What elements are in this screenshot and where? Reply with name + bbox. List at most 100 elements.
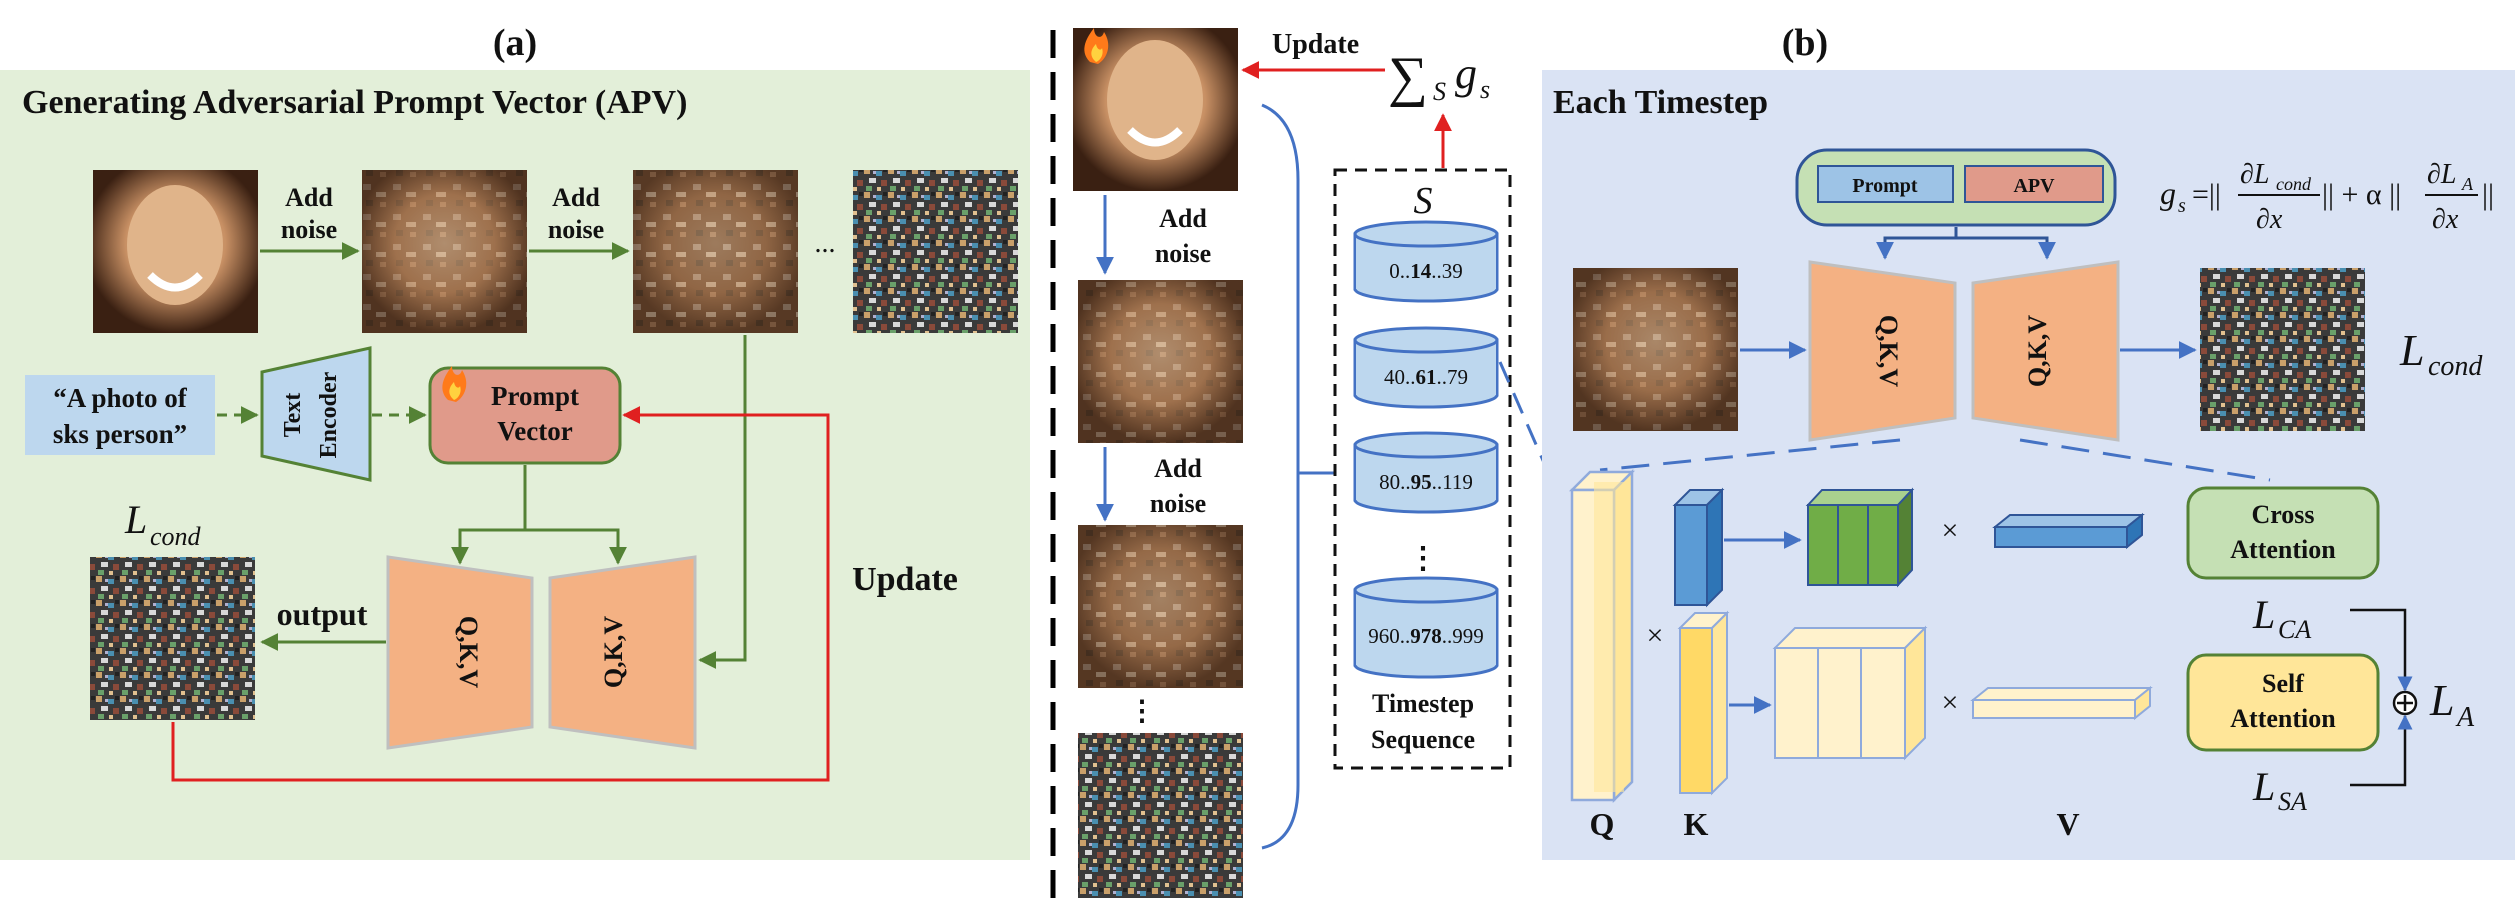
q-matrix [1568, 468, 1636, 804]
cylinder-3: 960..978..999 [1353, 576, 1499, 679]
cylinder-to-panel-b-connector [1498, 361, 1547, 466]
qkv-right-label-b: Q,K,V [2023, 315, 2052, 387]
middle-flame-icon [1084, 28, 1109, 64]
self-attention-label-2: Attention [2230, 704, 2336, 733]
qkv-left-label: Q,K,V [454, 616, 483, 688]
v-vector-cross [1992, 512, 2145, 550]
text-input-line-2: sks person” [53, 419, 187, 449]
l-sa-sub: SA [2278, 787, 2307, 816]
image-bracket [1261, 103, 1300, 850]
apv-label: APV [2013, 175, 2055, 197]
prompt-vector-box [428, 366, 622, 465]
times-sign-2: × [1942, 686, 1959, 719]
prompt-to-qkv-right-b [1956, 236, 2056, 260]
qkv-left-label-b: Q,K,V [1874, 315, 1903, 387]
k-label: K [1684, 806, 1709, 842]
qkv-block-left-b [1808, 260, 1957, 442]
cross-attention-map [1805, 487, 1915, 588]
panel-b-noisy-face-image [1573, 268, 1738, 431]
cylinder-0: 0..14..39 [1353, 220, 1499, 303]
noisy-face-image-1 [362, 170, 527, 333]
svg-text:g: g [2160, 175, 2176, 211]
noisy-to-qkv-arrow [698, 335, 747, 669]
cylinder-2: 80..95..119 [1353, 431, 1499, 514]
cross-attention-label-1: Cross [2251, 500, 2314, 529]
prompt-to-qkv-left-b [1876, 227, 1958, 260]
noise-ellipsis: ... [815, 228, 836, 259]
times-sign-q: × [1647, 619, 1664, 652]
prompt-vector-label-2: Vector [497, 416, 572, 446]
svg-text:40..61..79: 40..61..79 [1384, 365, 1468, 389]
add-noise-label-1b: noise [281, 215, 337, 244]
q-label: Q [1590, 806, 1615, 842]
svg-text:80..95..119: 80..95..119 [1379, 470, 1473, 494]
l-sa-to-sum-line [2350, 714, 2413, 787]
v-label: V [2056, 806, 2079, 842]
s-label: S [1414, 180, 1433, 222]
panel-a-label: (a) [493, 22, 537, 64]
timestep-label-2: Sequence [1371, 725, 1475, 754]
qkv-block-right-b [1971, 260, 2120, 442]
output-label: output [277, 596, 368, 632]
timestep-label-1: Timestep [1372, 689, 1474, 718]
prompt-to-qkv-right-arrow [525, 528, 627, 565]
l-ca-to-sum-line [2350, 608, 2413, 692]
panel-b-title: Each Timestep [1553, 84, 1768, 121]
middle-add-noise-2b: noise [1150, 489, 1206, 518]
qkv-right-label: Q,K,V [599, 616, 628, 688]
sum-g: g [1455, 49, 1477, 98]
prompt-label: Prompt [1852, 175, 1918, 197]
v-vector-self [1970, 685, 2153, 721]
add-noise-label-1a: Add [285, 183, 333, 212]
output-noise-image [90, 557, 255, 720]
self-attention-map [1772, 625, 1928, 761]
sum-symbol: ∑ [1388, 46, 1428, 108]
svg-text:∂x: ∂x [2432, 204, 2459, 235]
panel-a-title: Generating Adversarial Prompt Vector (AP… [22, 84, 687, 121]
update-label-middle: Update [1272, 29, 1359, 60]
add-noise-label-2a: Add [552, 183, 600, 212]
text-encoder-block [260, 346, 372, 482]
prompt-box [1817, 165, 1954, 203]
svg-text:∂L: ∂L [2427, 159, 2456, 190]
zoom-line-left [1599, 438, 1901, 472]
self-attention-label-1: Self [2262, 669, 2304, 698]
middle-vdots: ⋮ [1128, 696, 1156, 727]
timestep-sequence-box [1333, 168, 1512, 770]
l-cond-a-main: L [124, 497, 147, 542]
cross-attention-label-2: Attention [2230, 535, 2336, 564]
svg-text:||: || [2482, 178, 2494, 211]
qkv-block-left [386, 555, 534, 750]
middle-add-noise-2a: Add [1154, 454, 1202, 483]
zoom-line-right [2019, 438, 2271, 482]
svg-text:∂L: ∂L [2240, 159, 2269, 190]
l-ca-sub: CA [2278, 615, 2311, 644]
clean-face-image [93, 170, 258, 333]
prompt-vector-label-1: Prompt [491, 381, 579, 411]
svg-text:s: s [2178, 195, 2186, 217]
sum-sub: S [1433, 77, 1446, 106]
flame-icon [442, 366, 467, 402]
middle-add-noise-1b: noise [1155, 239, 1211, 268]
l-cond-b-main: L [2399, 326, 2424, 375]
svg-text:A: A [2461, 174, 2474, 194]
noisy-face-image-2 [633, 170, 798, 333]
sum-g-sub: s [1480, 75, 1490, 104]
text-encoder-label-1: Text [280, 393, 306, 437]
k-matrix-cross [1672, 487, 1725, 608]
svg-text:960..978..999: 960..978..999 [1368, 624, 1484, 648]
self-attention-box [2186, 653, 2380, 752]
qkv-block-right [548, 555, 697, 750]
update-loop-arrow [171, 406, 830, 782]
times-sign-1: × [1942, 514, 1959, 547]
k-matrix-self [1677, 610, 1730, 796]
svg-text:|| + α ||: || + α || [2322, 178, 2401, 211]
middle-add-noise-1a: Add [1159, 204, 1207, 233]
prompt-to-qkv-left-arrow [451, 465, 527, 565]
sum-circle-icon [2392, 690, 2418, 716]
update-label-a: Update [852, 561, 958, 598]
middle-noisy-face-image-1 [1078, 280, 1243, 443]
cylinder-1: 40..61..79 [1353, 326, 1499, 409]
middle-noisy-face-image-2 [1078, 525, 1243, 688]
